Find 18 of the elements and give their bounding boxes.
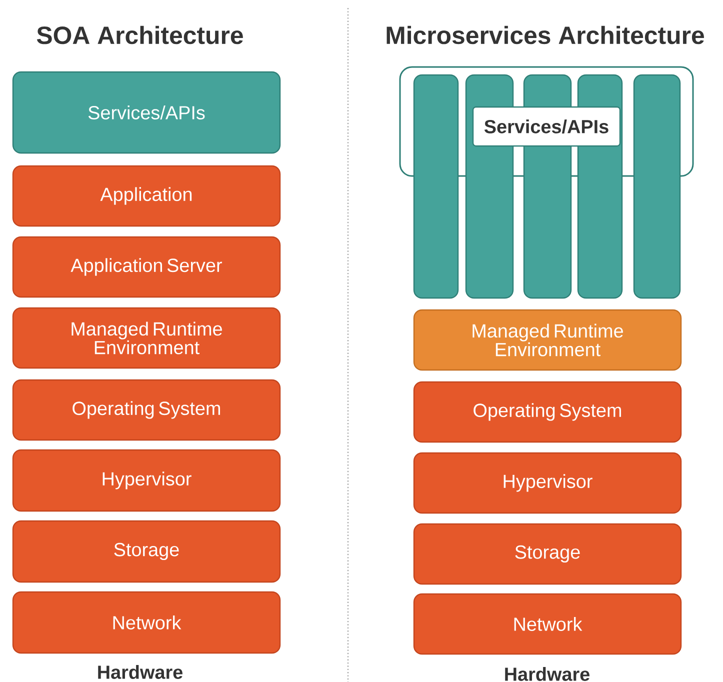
layer-box: Operating System	[413, 381, 682, 443]
layer-box: Storage	[12, 520, 281, 583]
service-layer-box: Services/APIs	[12, 71, 281, 154]
service-bar	[633, 74, 681, 299]
heading: SOA Architecture	[36, 26, 243, 44]
layer-box: Application Server	[12, 236, 281, 298]
layer-box: Managed Runtime Environment	[413, 309, 682, 371]
layer-box: Network	[413, 593, 682, 655]
service-bar	[413, 74, 459, 299]
layer-box: Storage	[413, 523, 682, 585]
services-label-box: Services/APIs	[472, 106, 621, 147]
layer-box: Hypervisor	[12, 449, 281, 512]
layer-box: Application	[12, 165, 281, 227]
layer-box: Managed Runtime Environment	[12, 307, 281, 369]
layer-box: Network	[12, 591, 281, 654]
heading: Microservices Architecture	[386, 26, 704, 44]
layer-box: Operating System	[12, 379, 281, 441]
layer-box: Hypervisor	[413, 452, 682, 514]
